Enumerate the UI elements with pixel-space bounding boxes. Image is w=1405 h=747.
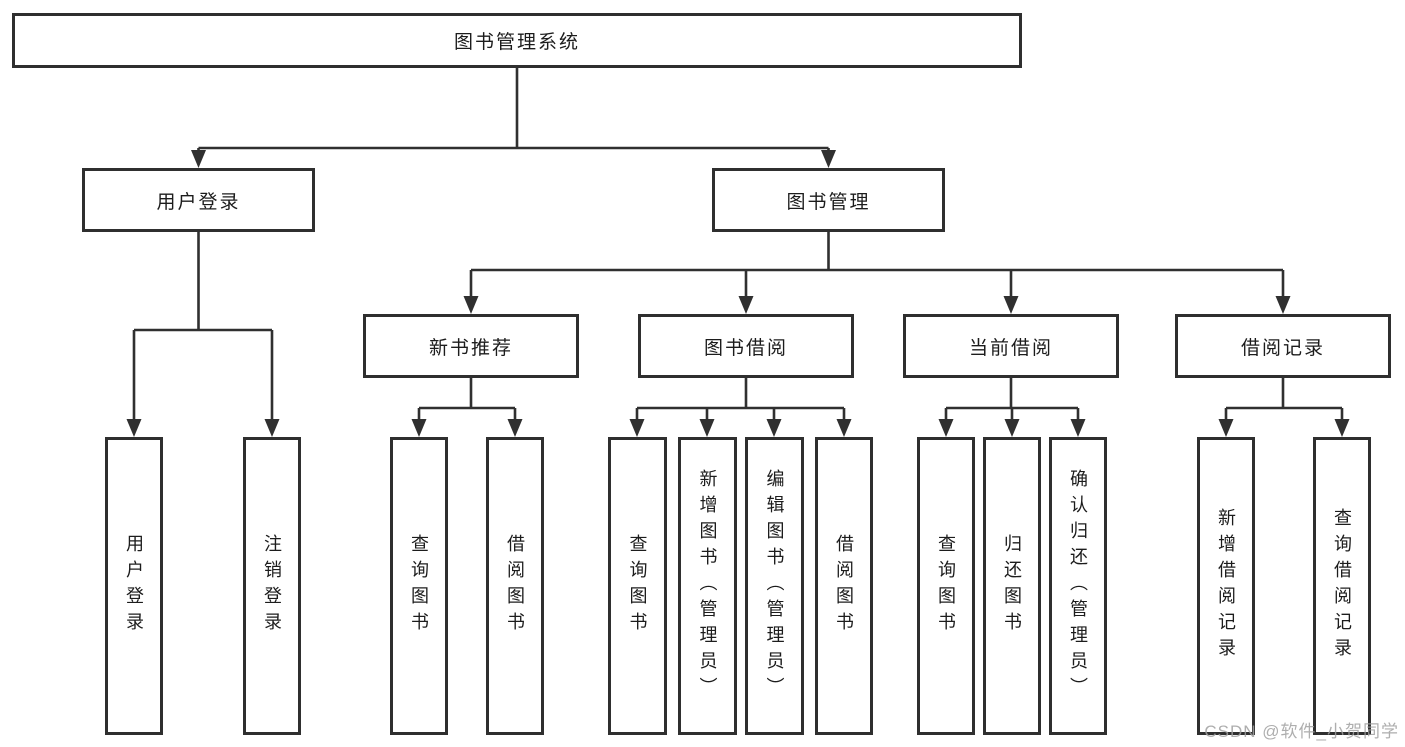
connector-root-to-level2 bbox=[191, 68, 836, 168]
node-root: 图书管理系统 bbox=[12, 13, 1022, 68]
node-new-book-label: 新书推荐 bbox=[428, 337, 513, 359]
node-book-mgmt-label: 图书管理 bbox=[786, 191, 871, 213]
connector-line bbox=[417, 378, 517, 421]
leaf-bb-borrow-books: 借阅图书 bbox=[815, 437, 873, 735]
arrowhead bbox=[766, 419, 782, 437]
arrowhead bbox=[738, 296, 754, 314]
leaf-cb-confirm-return-admin-label: 确认归还（管理员） bbox=[1068, 469, 1088, 703]
arrowhead bbox=[1003, 296, 1019, 314]
arrowhead bbox=[1218, 419, 1234, 437]
leaf-nb-query-books-label: 查询图书 bbox=[409, 534, 429, 638]
node-borrow-record-label: 借阅记录 bbox=[1240, 337, 1325, 359]
connector-line bbox=[1224, 378, 1344, 421]
connector-line bbox=[635, 378, 846, 421]
arrowhead bbox=[821, 150, 836, 168]
leaf-logout: 注销登录 bbox=[243, 437, 301, 735]
node-borrow-record: 借阅记录 bbox=[1175, 314, 1391, 378]
arrowhead bbox=[191, 150, 206, 168]
connector-current-borrow-to-leaves bbox=[938, 378, 1086, 437]
node-book-mgmt: 图书管理 bbox=[712, 168, 945, 232]
connector-line bbox=[944, 378, 1080, 421]
node-book-borrow-label: 图书借阅 bbox=[703, 337, 788, 359]
node-current-borrow: 当前借阅 bbox=[903, 314, 1119, 378]
arrowhead bbox=[629, 419, 645, 437]
leaf-nb-query-books: 查询图书 bbox=[390, 437, 448, 735]
leaf-cb-query-books-label: 查询图书 bbox=[936, 534, 956, 638]
arrowhead bbox=[507, 419, 523, 437]
connector-book-mgmt-to-level3 bbox=[463, 232, 1291, 314]
leaf-bb-add-books-admin-label: 新增图书（管理员） bbox=[697, 469, 718, 703]
arrowhead bbox=[126, 419, 142, 437]
connector-borrow-record-to-leaves bbox=[1218, 378, 1350, 437]
connector-line bbox=[197, 68, 830, 153]
leaf-cb-query-books: 查询图书 bbox=[917, 437, 975, 735]
leaf-cb-confirm-return-admin: 确认归还（管理员） bbox=[1049, 437, 1107, 735]
leaf-br-query-record: 查询借阅记录 bbox=[1313, 437, 1371, 735]
node-root-label: 图书管理系统 bbox=[453, 32, 580, 53]
node-user-login: 用户登录 bbox=[82, 168, 315, 232]
connector-new-book-to-leaves bbox=[411, 378, 523, 437]
connector-line bbox=[469, 232, 1285, 298]
leaf-cb-return-books-label: 归还图书 bbox=[1002, 534, 1022, 638]
leaf-br-add-record-label: 新增借阅记录 bbox=[1216, 508, 1236, 664]
connector-book-borrow-to-leaves bbox=[629, 378, 852, 437]
leaf-user-login-label: 用户登录 bbox=[124, 534, 144, 638]
arrowhead bbox=[699, 419, 715, 437]
arrowhead bbox=[836, 419, 852, 437]
arrowhead bbox=[1275, 296, 1291, 314]
node-new-book: 新书推荐 bbox=[363, 314, 579, 378]
leaf-bb-edit-books-admin: 编辑图书（管理员） bbox=[745, 437, 804, 735]
arrowhead bbox=[1334, 419, 1350, 437]
arrowhead bbox=[463, 296, 479, 314]
csdn-watermark: CSDN @软件_小贺同学 bbox=[1204, 722, 1399, 741]
arrowhead bbox=[1070, 419, 1086, 437]
leaf-br-add-record: 新增借阅记录 bbox=[1197, 437, 1255, 735]
connector-user-login-to-leaves bbox=[126, 232, 280, 437]
leaf-bb-edit-books-admin-label: 编辑图书（管理员） bbox=[764, 469, 785, 703]
arrowhead bbox=[264, 419, 280, 437]
node-user-login-label: 用户登录 bbox=[156, 191, 241, 213]
leaf-cb-return-books: 归还图书 bbox=[983, 437, 1041, 735]
leaf-bb-borrow-books-label: 借阅图书 bbox=[834, 534, 854, 638]
leaf-bb-query-books: 查询图书 bbox=[608, 437, 667, 735]
leaf-bb-query-books-label: 查询图书 bbox=[627, 534, 648, 638]
leaf-bb-add-books-admin: 新增图书（管理员） bbox=[678, 437, 737, 735]
arrowhead bbox=[938, 419, 954, 437]
arrowhead bbox=[411, 419, 427, 437]
node-book-borrow: 图书借阅 bbox=[638, 314, 854, 378]
leaf-nb-borrow-books: 借阅图书 bbox=[486, 437, 544, 735]
arrowhead bbox=[1004, 419, 1020, 437]
leaf-nb-borrow-books-label: 借阅图书 bbox=[505, 534, 525, 638]
leaf-user-login: 用户登录 bbox=[105, 437, 163, 735]
leaf-br-query-record-label: 查询借阅记录 bbox=[1332, 508, 1352, 664]
leaf-logout-label: 注销登录 bbox=[262, 534, 282, 638]
connector-line bbox=[132, 232, 274, 421]
node-current-borrow-label: 当前借阅 bbox=[968, 337, 1053, 359]
